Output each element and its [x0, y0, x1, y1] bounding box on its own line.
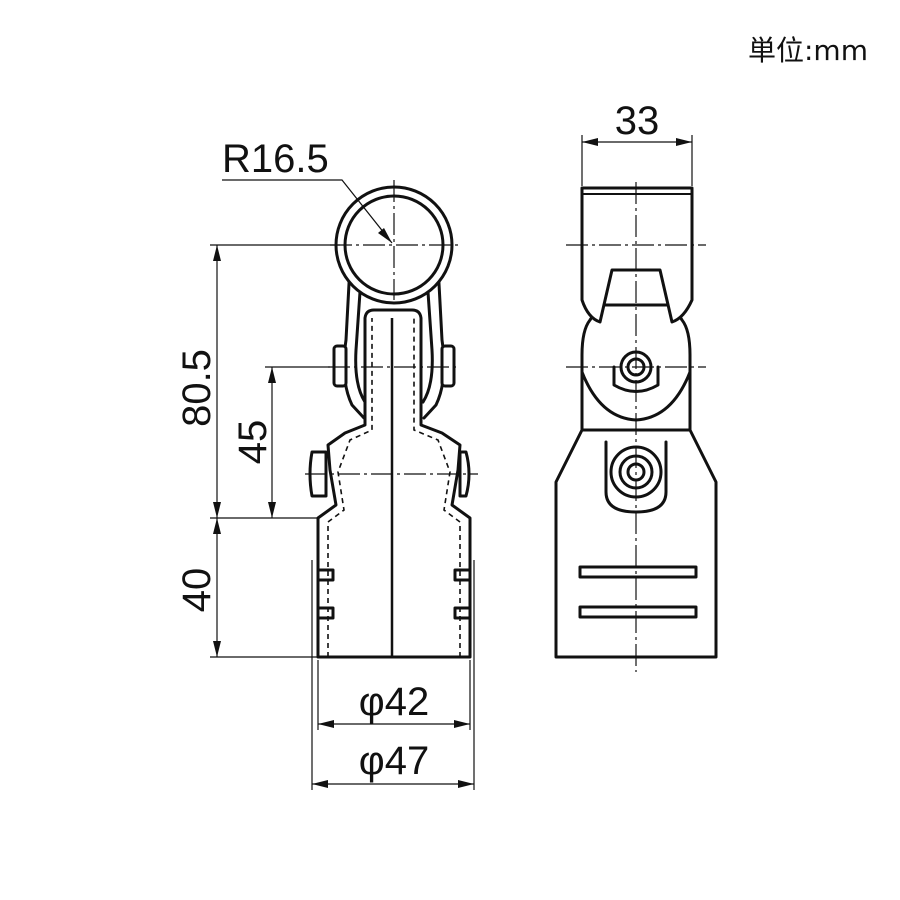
dim-joint-height: 45 — [231, 420, 275, 465]
front-yoke-inner-right — [414, 283, 434, 404]
dim-inner-diameter: φ42 — [359, 680, 429, 724]
dim-socket-height: 40 — [175, 568, 219, 613]
dim-total-height: 80.5 — [175, 349, 219, 427]
front-socket-outline — [316, 308, 472, 659]
dim-outer-diameter: φ47 — [359, 739, 429, 783]
side-slot-lower — [578, 605, 698, 619]
front-slots — [316, 568, 472, 620]
front-socket-inner-left — [327, 318, 373, 657]
side-clamp-outline — [580, 186, 694, 324]
side-dimensions: 33 — [581, 99, 693, 186]
unit-label: 単位:mm — [748, 34, 868, 67]
front-view — [305, 180, 478, 659]
front-yoke-bolt-right — [440, 344, 456, 388]
dim-side-width: 33 — [615, 99, 660, 143]
front-dimensions: 80.5 45 40 R16.5 φ42 φ47 — [175, 137, 475, 790]
front-socket-inner-right — [413, 318, 461, 657]
front-yoke-inner-left — [354, 283, 374, 404]
side-slot-upper — [578, 565, 698, 579]
front-yoke-bolt-left — [332, 344, 348, 388]
side-view — [554, 182, 718, 672]
dim-radius: R16.5 — [222, 137, 329, 181]
